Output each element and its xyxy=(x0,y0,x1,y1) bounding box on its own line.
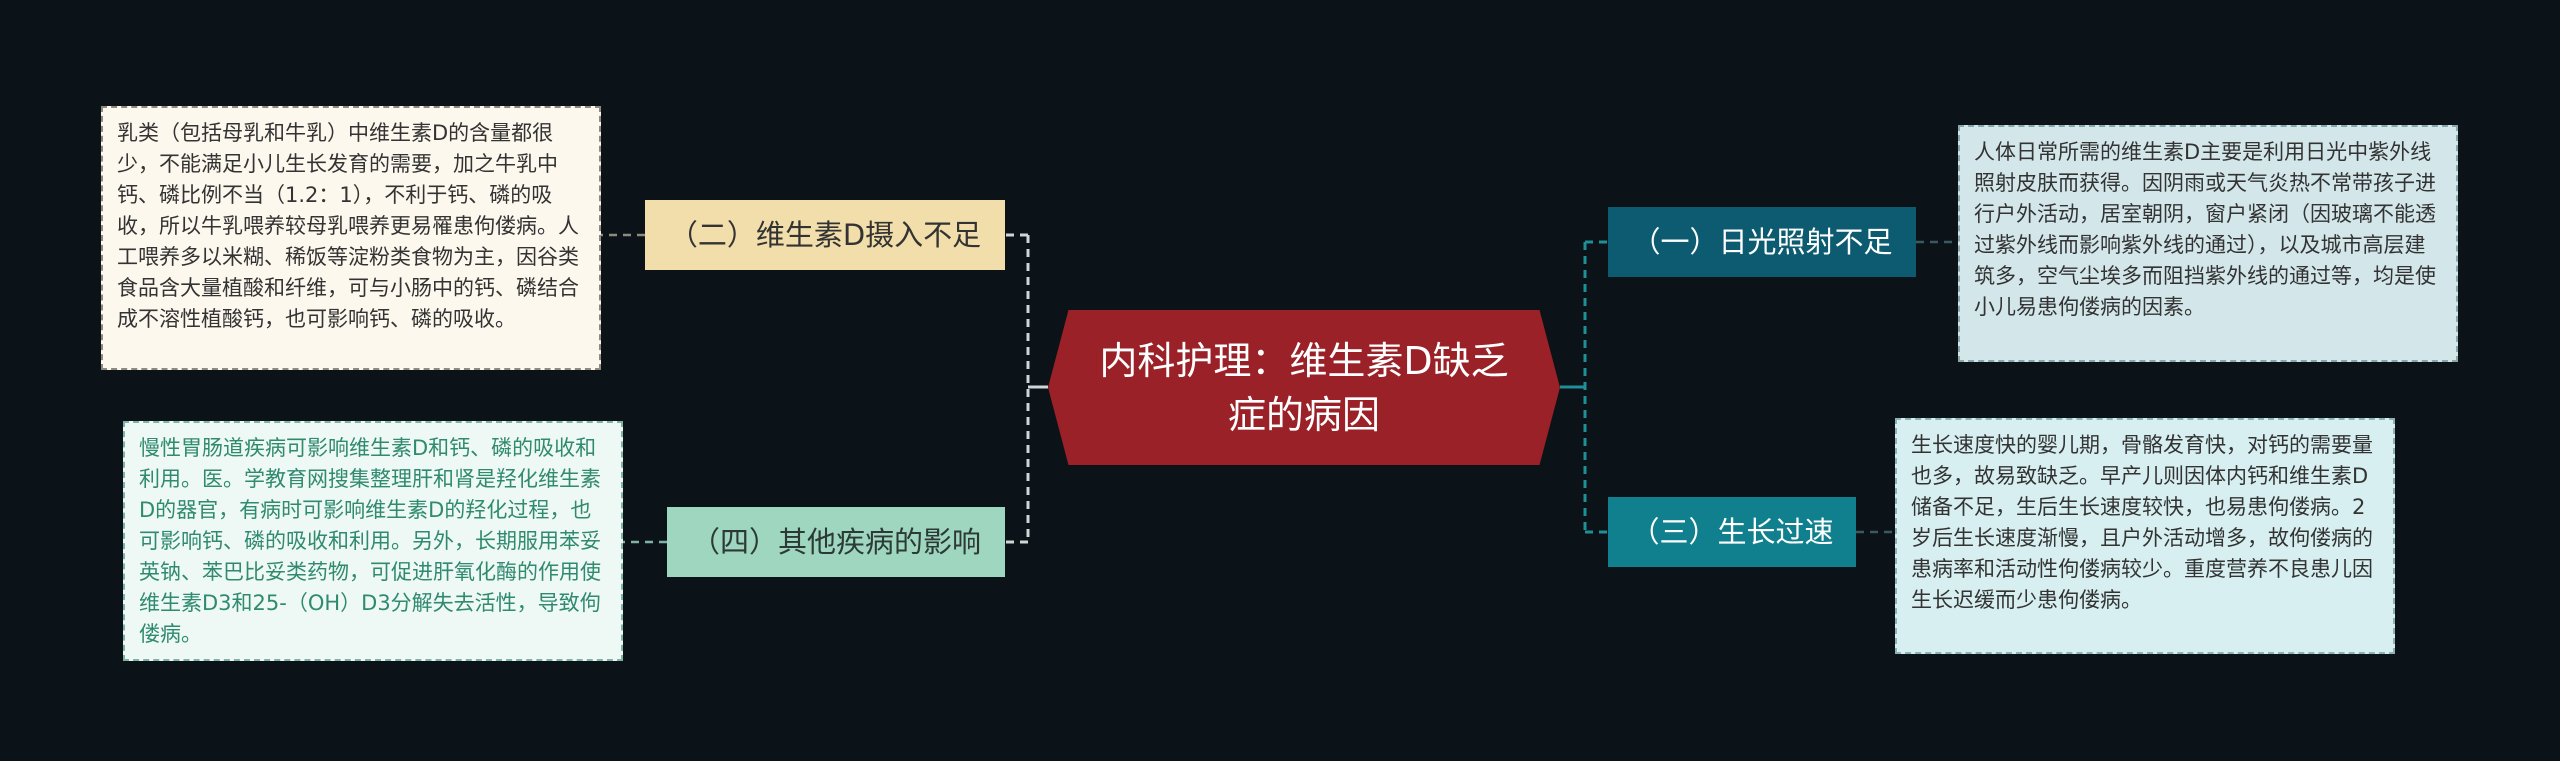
detail-text: 生长速度快的婴儿期，骨骼发育快，对钙的需要量也多，故易致缺乏。早产儿则因体内钙和… xyxy=(1911,433,2373,612)
root-title: 内科护理：维生素D缺乏症的病因 xyxy=(1099,338,1509,437)
branch-other-diseases[interactable]: （四）其他疾病的影响 xyxy=(667,507,1005,577)
detail-sunlight[interactable]: 人体日常所需的维生素D主要是利用日光中紫外线照射皮肤而获得。因阴雨或天气炎热不常… xyxy=(1958,125,2458,362)
detail-other-diseases[interactable]: 慢性胃肠道疾病可影响维生素D和钙、磷的吸收和利用。医。学教育网搜集整理肝和肾是羟… xyxy=(123,421,623,661)
root-node[interactable]: 内科护理：维生素D缺乏症的病因 xyxy=(1048,310,1560,465)
branch-label: （一）日光照射不足 xyxy=(1631,225,1893,259)
detail-text: 慢性胃肠道疾病可影响维生素D和钙、磷的吸收和利用。医。学教育网搜集整理肝和肾是羟… xyxy=(139,436,601,646)
branch-vitamin-d-intake[interactable]: （二）维生素D摄入不足 xyxy=(645,200,1005,270)
detail-text: 乳类（包括母乳和牛乳）中维生素D的含量都很少，不能满足小儿生长发育的需要，加之牛… xyxy=(117,121,579,331)
branch-label: （四）其他疾病的影响 xyxy=(690,525,981,559)
branch-label: （三）生长过速 xyxy=(1630,515,1834,549)
detail-text: 人体日常所需的维生素D主要是利用日光中紫外线照射皮肤而获得。因阴雨或天气炎热不常… xyxy=(1974,140,2436,319)
branch-label: （二）维生素D摄入不足 xyxy=(668,218,982,252)
branch-sunlight[interactable]: （一）日光照射不足 xyxy=(1608,207,1916,277)
detail-fast-growth[interactable]: 生长速度快的婴儿期，骨骼发育快，对钙的需要量也多，故易致缺乏。早产儿则因体内钙和… xyxy=(1895,418,2395,654)
detail-vitamin-d-intake[interactable]: 乳类（包括母乳和牛乳）中维生素D的含量都很少，不能满足小儿生长发育的需要，加之牛… xyxy=(101,106,601,370)
branch-fast-growth[interactable]: （三）生长过速 xyxy=(1608,497,1856,567)
